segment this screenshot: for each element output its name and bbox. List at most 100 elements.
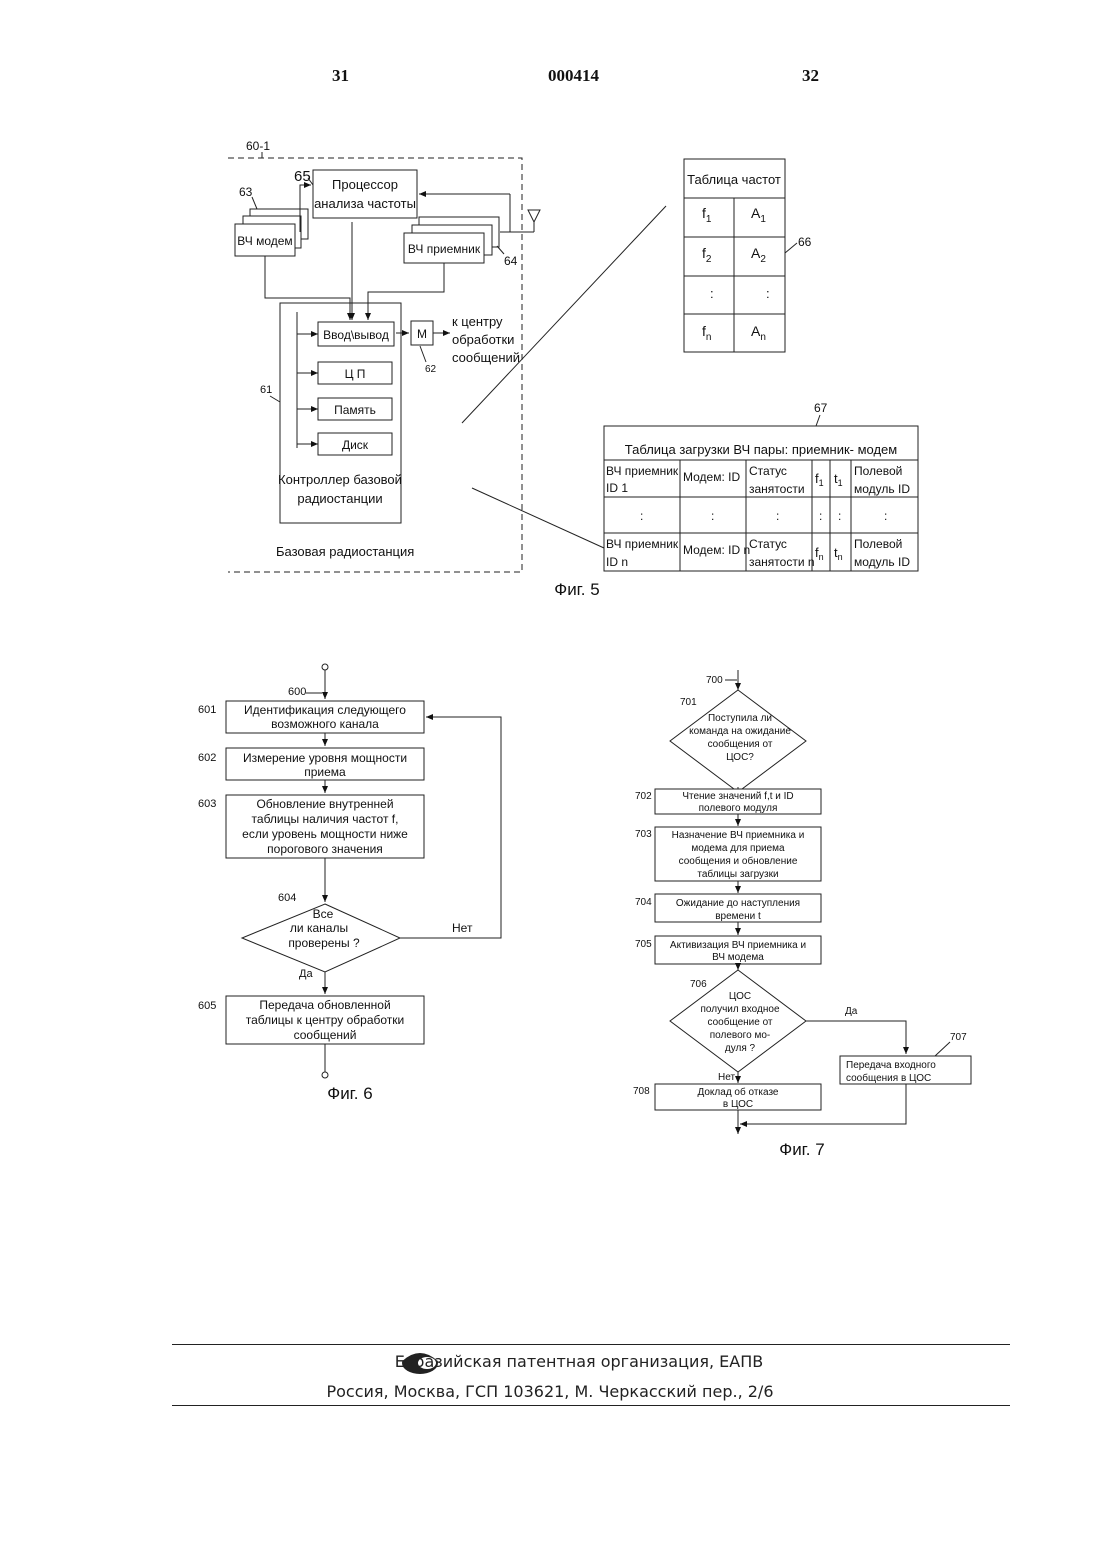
load-r3-rx-1: ВЧ приемник	[606, 537, 679, 551]
ref-602: 602	[198, 752, 216, 764]
disk-label: Диск	[342, 438, 369, 452]
svg-text:проверены ?: проверены ?	[288, 936, 360, 950]
load-r2-f: :	[819, 509, 822, 523]
load-r3-status-1: Статус	[749, 537, 787, 551]
svg-text:получил входное: получил входное	[700, 1004, 779, 1015]
load-r1-status-2: занятости	[749, 482, 805, 496]
svg-text:ЦОС: ЦОС	[729, 991, 751, 1002]
to-center-3: сообщений	[452, 350, 520, 365]
no-label-6: Нет	[452, 921, 473, 935]
ref-601: 601	[198, 704, 216, 716]
svg-text:времени t: времени t	[715, 911, 761, 922]
footer-top-rule	[172, 1344, 1010, 1345]
ref-703: 703	[635, 829, 652, 840]
ref-65: 65	[294, 168, 311, 185]
ref-603: 603	[198, 798, 216, 810]
ref-707: 707	[950, 1032, 967, 1043]
controller-label-2: радиостанции	[297, 491, 382, 506]
yes-label-7: Да	[845, 1006, 858, 1017]
load-r1-field-2: модуль ID	[854, 482, 910, 496]
load-r1-rx-2: ID 1	[606, 481, 628, 495]
figure-5-caption: Фиг. 5	[554, 580, 599, 599]
svg-text:таблицы загрузки: таблицы загрузки	[697, 868, 778, 880]
svg-text:Измерение уровня мощности: Измерение уровня мощности	[243, 751, 407, 765]
load-r1-rx-1: ВЧ приемник	[606, 464, 679, 478]
svg-text:Чтение значений f,t и ID: Чтение значений f,t и ID	[682, 791, 793, 802]
svg-text:сообщение от: сообщение от	[707, 1016, 772, 1028]
load-r2-rx: :	[640, 509, 643, 523]
svg-text:Обновление внутренней: Обновление внутренней	[256, 797, 393, 811]
ref-67: 67	[814, 401, 828, 415]
svg-text:ли каналы: ли каналы	[290, 921, 348, 935]
ref-62: 62	[425, 364, 437, 375]
svg-text:ЦОС?: ЦОС?	[726, 752, 754, 763]
svg-text:команда на ожидание: команда на ожидание	[689, 726, 791, 737]
ref-66: 66	[798, 235, 812, 249]
svg-text:Активизация ВЧ приемника и: Активизация ВЧ приемника и	[670, 940, 806, 951]
rf-modem-label: ВЧ модем	[237, 234, 292, 248]
svg-text:порогового значения: порогового значения	[267, 842, 383, 856]
ref-708: 708	[633, 1086, 650, 1097]
svg-text:сообщения в ЦОС: сообщения в ЦОС	[846, 1072, 931, 1084]
svg-text:если уровень мощности ниже: если уровень мощности ниже	[242, 827, 408, 841]
load-r3-modem: Модем: ID n	[683, 543, 750, 557]
footer-address: Россия, Москва, ГСП 103621, М. Черкасски…	[0, 1382, 1100, 1401]
freq-row-3-f: :	[710, 286, 714, 301]
ref-705: 705	[635, 939, 652, 950]
load-r1-status-1: Статус	[749, 464, 787, 478]
ref-61: 61	[260, 384, 272, 396]
io-label: Ввод\вывод	[323, 328, 389, 342]
yes-label-6: Да	[299, 968, 313, 980]
ref-700: 700	[706, 675, 723, 686]
ref-604: 604	[278, 892, 296, 904]
load-r2-field: :	[884, 509, 887, 523]
svg-text:приема: приема	[304, 765, 346, 779]
antenna-icon	[528, 210, 540, 232]
rf-receiver-label: ВЧ приемник	[408, 242, 481, 256]
svg-text:Ожидание до наступления: Ожидание до наступления	[676, 898, 800, 909]
svg-text:дуля ?: дуля ?	[725, 1043, 756, 1054]
svg-text:таблицы наличия частот f,: таблицы наличия частот f,	[252, 812, 399, 826]
load-r2-modem: :	[711, 509, 714, 523]
svg-text:Все: Все	[313, 907, 334, 921]
ref-704: 704	[635, 897, 652, 908]
ref-600: 600	[288, 686, 306, 698]
cpu-label: Ц П	[345, 367, 366, 381]
modem-m-label: М	[417, 327, 427, 341]
load-r3-field-2: модуль ID	[854, 555, 910, 569]
footer-bottom-rule	[172, 1405, 1010, 1406]
figure-7: 700 Поступила ли команда на ожидание соо…	[633, 670, 971, 1159]
memory-label: Память	[334, 403, 376, 417]
svg-text:сообщения от: сообщения от	[708, 738, 773, 750]
svg-text:полевого мо-: полевого мо-	[710, 1030, 770, 1041]
processor-label-1: Процессор	[332, 177, 398, 192]
svg-text:сообщений: сообщений	[294, 1028, 357, 1042]
footer-org: Евразийская патентная организация, ЕАПВ	[0, 1352, 1100, 1371]
load-r1-modem: Модем: ID	[683, 470, 740, 484]
ref-702: 702	[635, 791, 652, 802]
figure-7-caption: Фиг. 7	[779, 1140, 824, 1159]
ref-701: 701	[680, 697, 697, 708]
svg-text:сообщения и обновление: сообщения и обновление	[679, 855, 798, 867]
ref-605: 605	[198, 1000, 216, 1012]
load-table-title: Таблица загрузки ВЧ пары: приемник- моде…	[625, 442, 898, 457]
load-r3-status-2: занятости n	[749, 555, 815, 569]
load-r3-rx-2: ID n	[606, 555, 628, 569]
svg-text:ВЧ модема: ВЧ модема	[712, 952, 764, 963]
load-r2-t: :	[838, 509, 841, 523]
base-station-label: Базовая радиостанция	[276, 544, 414, 559]
svg-text:в ЦОС: в ЦОС	[723, 1099, 753, 1110]
figure-6-caption: Фиг. 6	[327, 1084, 372, 1103]
no-label-7: Нет	[718, 1072, 735, 1083]
svg-text:Передача входного: Передача входного	[846, 1060, 936, 1071]
svg-text:полевого модуля: полевого модуля	[699, 803, 778, 814]
ref-64: 64	[504, 254, 518, 268]
ref-63: 63	[239, 185, 253, 199]
frequency-table-title: Таблица частот	[687, 172, 781, 187]
svg-text:Доклад об отказе: Доклад об отказе	[697, 1086, 778, 1098]
to-center-2: обработки	[452, 332, 514, 347]
to-center-1: к центру	[452, 314, 503, 329]
svg-text:Передача обновленной: Передача обновленной	[259, 998, 390, 1012]
controller-label-1: Контроллер базовой	[278, 472, 402, 487]
